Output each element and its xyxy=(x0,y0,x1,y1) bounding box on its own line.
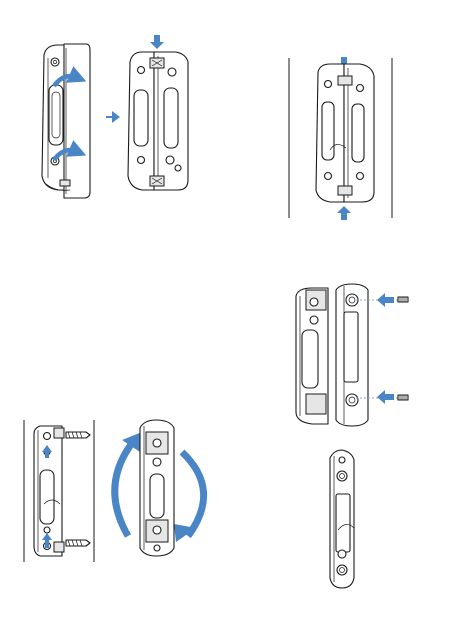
step-mount-plate xyxy=(24,420,94,562)
step-mount-wall xyxy=(289,57,392,220)
screw-icon xyxy=(398,297,408,302)
screw-icon xyxy=(66,432,90,438)
right-arrow-icon xyxy=(106,111,120,123)
down-arrow-icon xyxy=(150,35,164,49)
step-remove-cover xyxy=(42,44,90,198)
step-rotate-180 xyxy=(115,420,204,556)
left-arrow-icon xyxy=(377,390,394,404)
rotate-arrow-icon xyxy=(115,432,142,536)
step-squeeze-clips xyxy=(128,35,188,190)
step-assembled xyxy=(330,450,354,588)
step-attach-side xyxy=(296,284,408,426)
left-arrow-icon xyxy=(377,293,394,307)
rotate-arrow-icon xyxy=(174,452,204,542)
screw-icon xyxy=(66,540,90,546)
up-arrow-icon xyxy=(337,206,351,220)
screw-icon xyxy=(398,395,408,400)
